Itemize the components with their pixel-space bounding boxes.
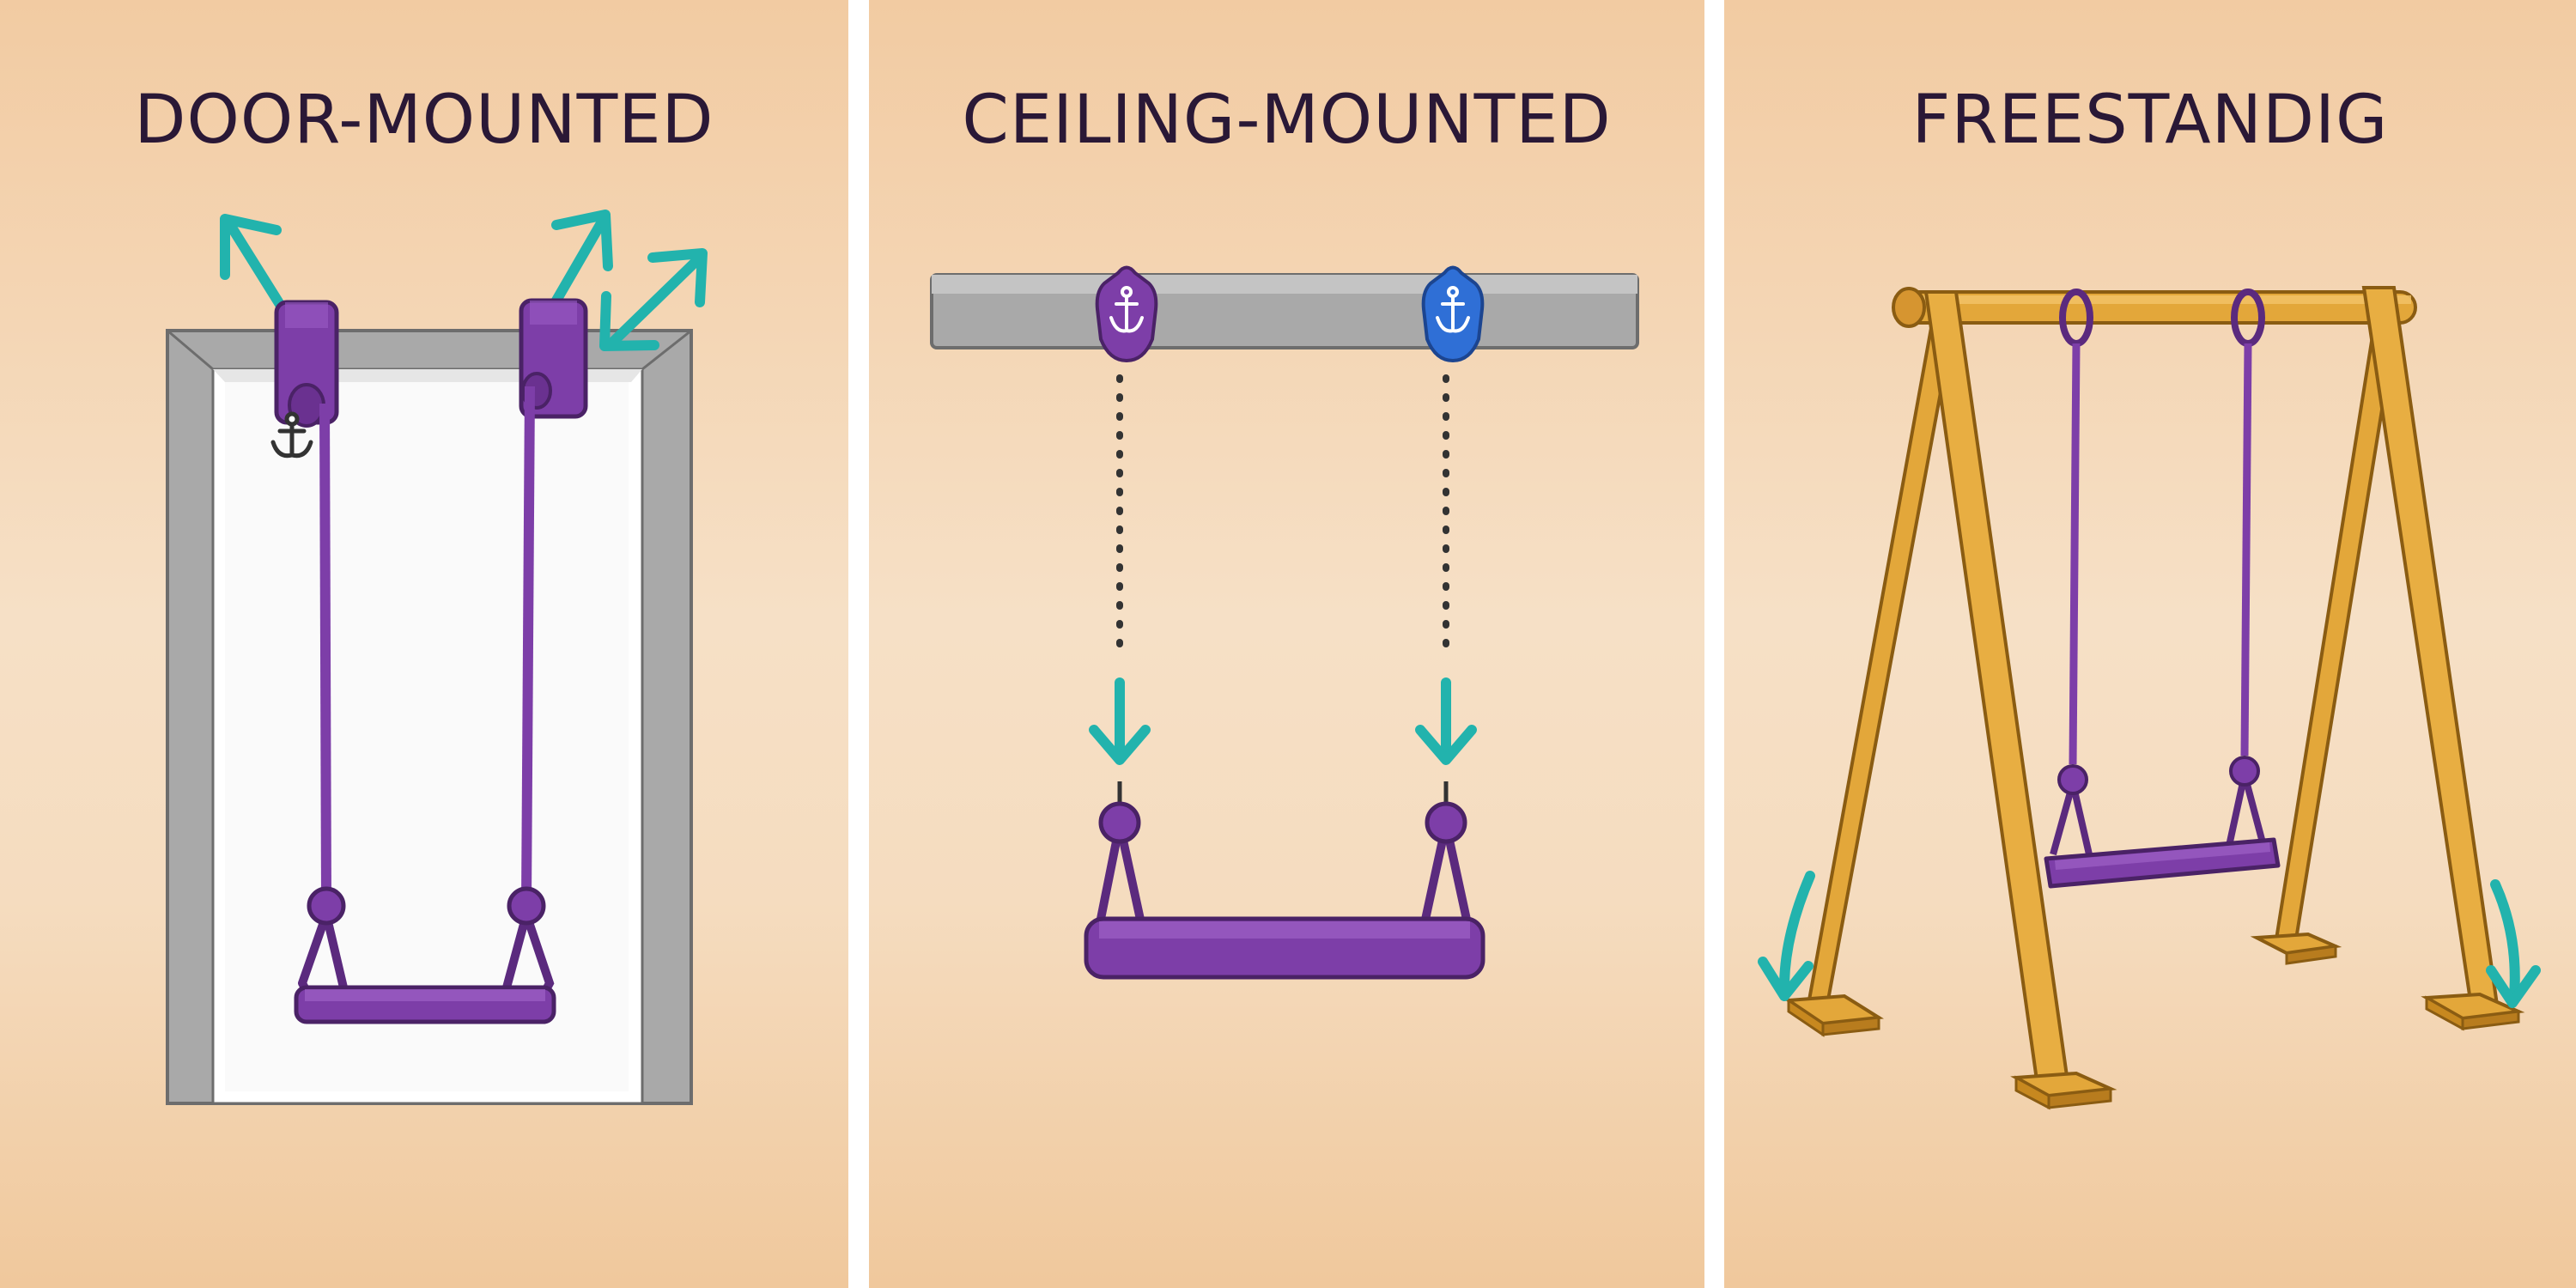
rope-right [521, 386, 535, 902]
rope-left [319, 403, 331, 902]
direction-arrow-icon [1758, 871, 1815, 1001]
swing-frame-top-bar [1892, 287, 2417, 328]
direction-arrow-icon [1415, 677, 1477, 765]
freestanding-panel: FREESTANDIG [1724, 0, 2576, 1288]
anchor-icon [270, 411, 313, 459]
direction-arrow-icon [599, 248, 708, 351]
swing-frame-feet [1783, 932, 2342, 1037]
ceiling-mounted-illustration [930, 265, 1639, 980]
anchor-icon [1436, 286, 1470, 333]
freestanding-illustration [1758, 286, 2541, 1110]
ceiling-beam [930, 273, 1639, 349]
door-strap-right [519, 298, 588, 419]
swing-seat [294, 886, 556, 1024]
swing-frame-back-legs [1806, 307, 2401, 1006]
ceiling-anchor-left [1095, 265, 1158, 363]
direction-arrow-icon [549, 210, 613, 310]
swing-seat [1084, 781, 1485, 980]
direction-arrow-icon [2486, 879, 2541, 1008]
door-mounted-panel: DOOR-MOUNTED [0, 0, 848, 1288]
ceiling-anchor-right [1421, 265, 1485, 363]
door-strap-left [274, 300, 339, 428]
swing-frame-front-feet [2010, 992, 2525, 1110]
rope-right [2240, 343, 2252, 756]
door-mounted-illustration [166, 210, 708, 1105]
direction-arrow-icon [1089, 677, 1151, 765]
swing-frame-front-legs [1923, 286, 2500, 1089]
panel-title-freestanding: FREESTANDIG [1911, 82, 2389, 159]
ceiling-mounted-panel: CEILING-MOUNTED [869, 0, 1704, 1288]
anchor-icon [1109, 286, 1144, 333]
panel-title-ceiling-mounted: CEILING-MOUNTED [962, 82, 1612, 159]
panel-title-door-mounted: DOOR-MOUNTED [134, 82, 714, 159]
rope-left [2069, 343, 2081, 765]
swing-seat [2044, 756, 2281, 889]
